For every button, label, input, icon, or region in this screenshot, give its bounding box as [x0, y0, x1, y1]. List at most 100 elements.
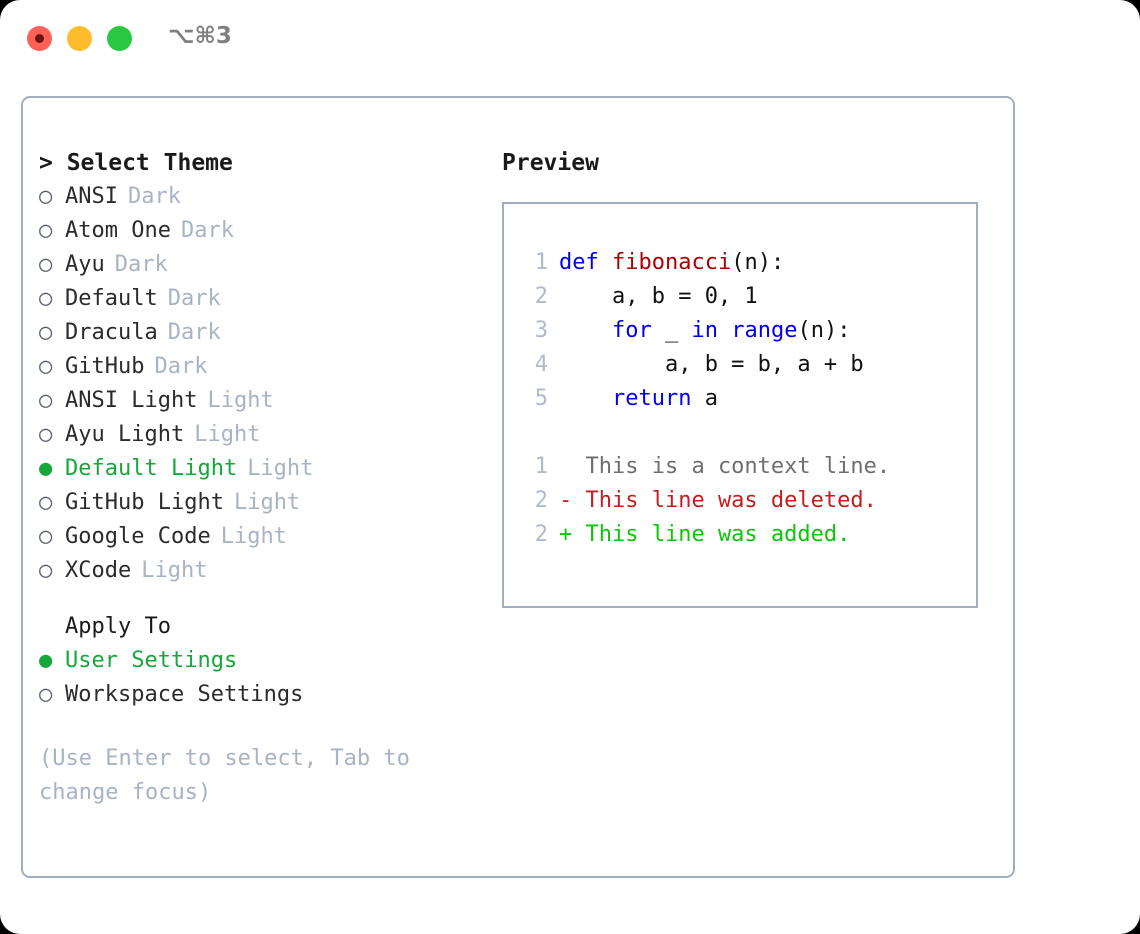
theme-option-label: Ayu Light [65, 422, 185, 447]
theme-option-tag: Light [207, 388, 274, 413]
code-token-plain [559, 318, 612, 343]
code-line: 5 return a [518, 382, 970, 416]
keyboard-hint-text: (Use Enter to select, Tab to change focu… [39, 746, 424, 805]
code-token-kw: def [559, 250, 612, 275]
theme-option-default[interactable]: ○ Default Dark [39, 282, 489, 316]
apply-to-option-label: Workspace Settings [65, 682, 304, 707]
diff-line-text: + This line was added. [559, 522, 851, 547]
radio-unselected-icon: ○ [39, 320, 53, 345]
theme-option-label: GitHub Light [65, 490, 224, 515]
code-token-kw: return [611, 386, 692, 411]
line-number: 1 [534, 250, 548, 275]
section-spacer [39, 588, 489, 610]
code-text: a, b = 0, 1 [559, 280, 758, 314]
code-token-kw: in [691, 318, 718, 343]
theme-option-label: Atom One [65, 218, 171, 243]
radio-unselected-icon: ○ [39, 558, 53, 583]
theme-option-tag: Dark [167, 286, 221, 311]
select-theme-heading: > Select Theme [39, 150, 233, 176]
line-number: 3 [534, 318, 548, 343]
theme-option-tag: Light [194, 422, 261, 447]
theme-option-tag: Dark [127, 184, 181, 209]
theme-option-github[interactable]: ○ GitHub Dark [39, 350, 489, 384]
theme-option-tag: Light [141, 558, 208, 583]
theme-option-xcode[interactable]: ○ XCode Light [39, 554, 489, 588]
theme-option-label: Google Code [65, 524, 211, 549]
theme-option-label: ANSI [65, 184, 118, 209]
code-token-plain: a, b = b, a + b [559, 352, 864, 377]
radio-unselected-icon: ○ [39, 524, 53, 549]
diff-spacer [518, 416, 970, 450]
line-number: 5 [534, 386, 548, 411]
theme-option-tag: Dark [114, 252, 168, 277]
code-text: for _ in range(n): [559, 314, 850, 348]
theme-option-ansi-light[interactable]: ○ ANSI Light Light [39, 384, 489, 418]
code-text: a, b = b, a + b [559, 348, 864, 382]
code-line: 4 a, b = b, a + b [518, 348, 970, 382]
apply-to-option-workspace-settings[interactable]: ○ Workspace Settings [39, 678, 489, 712]
theme-option-ayu-light[interactable]: ○ Ayu Light Light [39, 418, 489, 452]
theme-option-label: GitHub [65, 354, 145, 379]
radio-selected-icon: ● [39, 648, 53, 673]
line-number: 1 [534, 454, 548, 479]
hint-spacer [39, 712, 489, 742]
radio-unselected-icon: ○ [39, 490, 53, 515]
code-text: def fibonacci(n): [559, 246, 784, 280]
apply-to-list: ● User Settings ○ Workspace Settings [39, 644, 489, 712]
theme-option-label: Ayu [65, 252, 105, 277]
minimize-button[interactable] [67, 26, 92, 51]
code-token-kw: range [731, 318, 798, 343]
radio-unselected-icon: ○ [39, 286, 53, 311]
code-token-plain [559, 386, 612, 411]
radio-unselected-icon: ○ [39, 354, 53, 379]
line-number: 4 [534, 352, 548, 377]
diff-line-added: 2+ This line was added. [518, 518, 970, 552]
radio-unselected-icon: ○ [39, 218, 53, 243]
line-number: 2 [534, 284, 548, 309]
apply-to-option-label: User Settings [65, 648, 238, 673]
blank-marker-icon: ○ [39, 610, 65, 644]
theme-option-label: XCode [65, 558, 132, 583]
apply-to-heading: ○Apply To [39, 610, 489, 644]
code-line: 3 for _ in range(n): [518, 314, 970, 348]
diff-lines: 1 This is a context line.2- This line wa… [518, 450, 970, 552]
title-bar: ⌥⌘3 [0, 0, 1140, 78]
code-token-plain: _ [651, 318, 692, 343]
close-icon [35, 34, 44, 43]
code-token-plain: a, b = 0, 1 [559, 284, 758, 309]
code-text: return a [559, 382, 718, 416]
radio-unselected-icon: ○ [39, 682, 53, 707]
diff-line-context: 1 This is a context line. [518, 450, 970, 484]
code-line: 2 a, b = 0, 1 [518, 280, 970, 314]
theme-option-github-light[interactable]: ○ GitHub Light Light [39, 486, 489, 520]
code-line: 1 def fibonacci(n): [518, 246, 970, 280]
apply-to-option-user-settings[interactable]: ● User Settings [39, 644, 489, 678]
radio-unselected-icon: ○ [39, 422, 53, 447]
theme-option-label: Default [65, 286, 158, 311]
theme-option-tag: Dark [154, 354, 208, 379]
radio-unselected-icon: ○ [39, 388, 53, 413]
apply-to-label: Apply To [65, 614, 171, 639]
diff-line-text: - This line was deleted. [559, 488, 877, 513]
radio-selected-icon: ● [39, 456, 53, 481]
preview-title: Preview [502, 150, 599, 176]
theme-option-tag: Light [233, 490, 301, 515]
close-button[interactable] [27, 26, 52, 51]
diff-line-text: This is a context line. [559, 454, 891, 479]
code-token-plain: (n): [731, 250, 785, 275]
maximize-button[interactable] [107, 26, 132, 51]
code-token-fn: fibonacci [611, 250, 732, 275]
theme-option-label: ANSI Light [65, 388, 198, 413]
theme-option-label: Default Light [65, 456, 238, 481]
